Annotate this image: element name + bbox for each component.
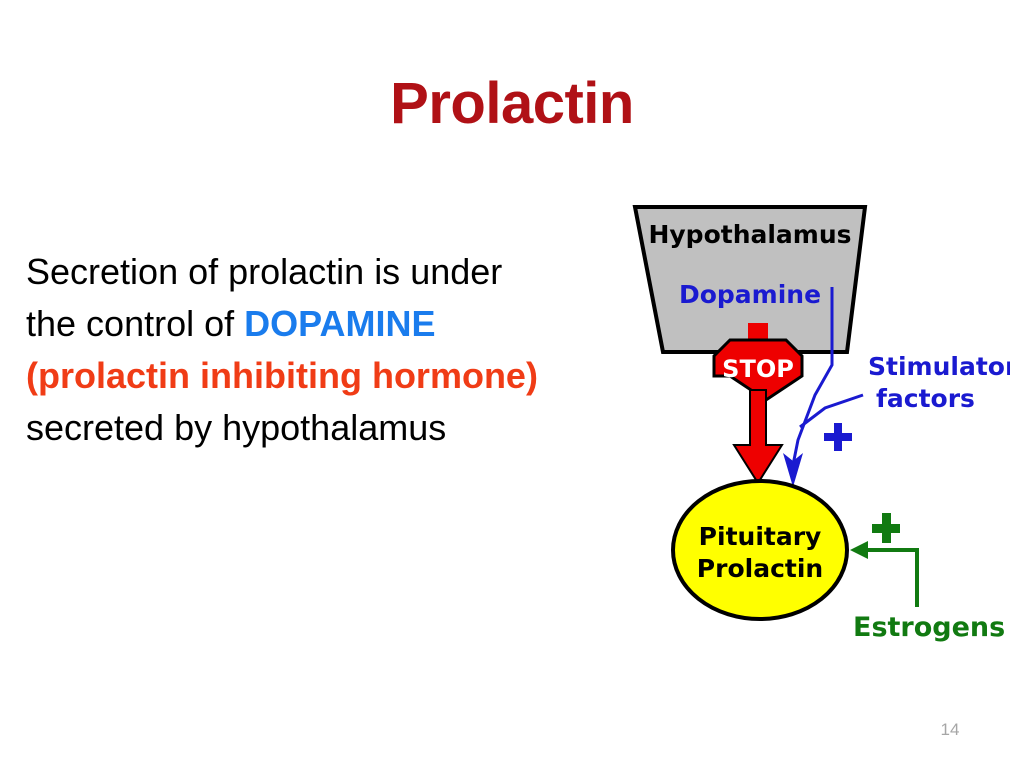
estrogen-arrowhead bbox=[850, 541, 868, 559]
hypothalamus-shape bbox=[632, 205, 868, 354]
dopamine-label: Dopamine bbox=[679, 280, 821, 309]
stimulatory-plus-icon bbox=[824, 423, 852, 451]
estrogen-arrow-line bbox=[864, 548, 919, 607]
body-line-4-text: secreted by hypothalamus bbox=[26, 407, 447, 448]
estrogens-label: Estrogens bbox=[853, 612, 1005, 643]
dopamine-emphasis: DOPAMINE bbox=[244, 303, 436, 344]
pituitary-shape bbox=[671, 479, 849, 621]
stop-sign-label: STOP bbox=[722, 355, 794, 383]
stimulatory-factors-label-line2: factors bbox=[876, 384, 975, 413]
body-line-3: (prolactin inhibiting hormone) bbox=[26, 350, 601, 402]
inhibiting-hormone-emphasis: (prolactin inhibiting hormone) bbox=[26, 355, 538, 396]
estrogen-plus-icon bbox=[872, 513, 900, 543]
pituitary-label-line1: Pituitary bbox=[699, 522, 822, 551]
hypothalamus-label: Hypothalamus bbox=[648, 220, 851, 249]
body-line-2: the control of DOPAMINE bbox=[26, 298, 601, 350]
stimulatory-arrowhead bbox=[783, 453, 803, 487]
body-line-1: Secretion of prolactin is under bbox=[26, 246, 601, 298]
stimulatory-branch-line bbox=[799, 393, 864, 429]
pituitary-label-line2: Prolactin bbox=[697, 554, 823, 583]
stimulatory-factors-label-line1: Stimulatory bbox=[868, 352, 1010, 381]
body-line-2-prefix: the control of bbox=[26, 303, 245, 344]
red-inhibition-arrow bbox=[732, 389, 784, 485]
body-line-1-text: Secretion of prolactin is under bbox=[26, 251, 503, 292]
page-number: 14 bbox=[940, 720, 960, 739]
prolactin-regulation-diagram: Hypothalamus Dopamine STOP Stimulatory f… bbox=[610, 195, 1010, 660]
stimulatory-pathway-line bbox=[791, 287, 834, 466]
body-text-block: Secretion of prolactin is under the cont… bbox=[26, 246, 601, 454]
stop-sign-connector bbox=[748, 323, 768, 339]
body-line-4: secreted by hypothalamus bbox=[26, 402, 601, 454]
page-title: Prolactin bbox=[390, 71, 634, 136]
